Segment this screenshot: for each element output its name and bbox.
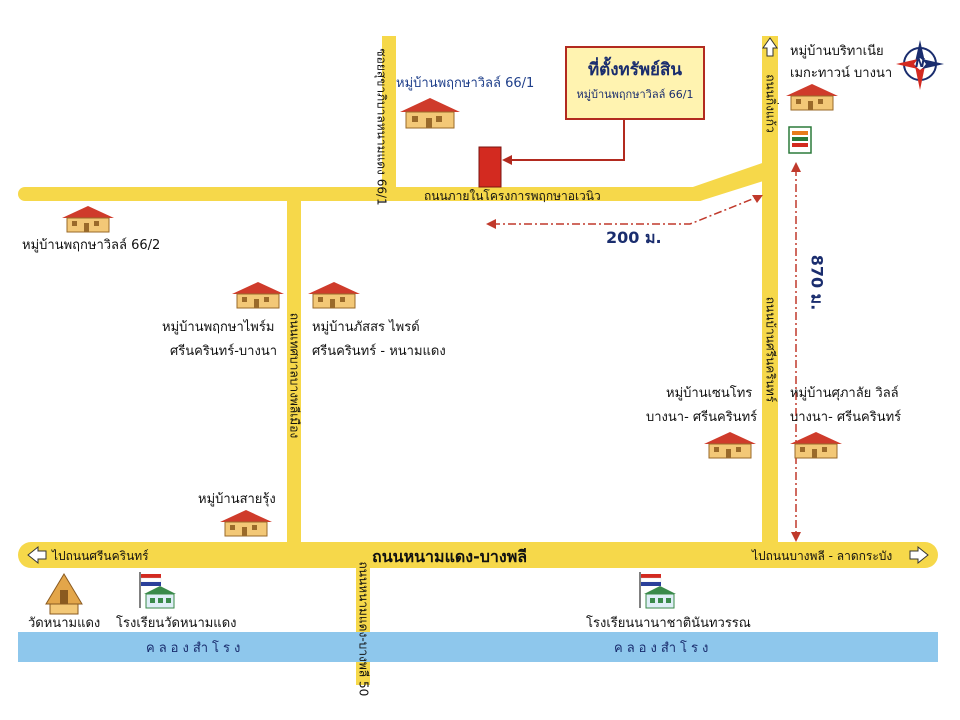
right-arrow-icon	[909, 545, 929, 565]
left-arrow-icon	[27, 545, 47, 565]
road-label-soi-top: ซอยสุขาภิบาลหนามแดง 66/1	[374, 48, 389, 206]
village-label-v6-line1: หมู่บ้านเซนโทร	[666, 386, 753, 401]
property-callout: ที่ตั้งทรัพย์สิน หมู่บ้านพฤกษาวิลล์ 66/1	[565, 46, 705, 120]
road-label-to-left: ไปถนนศรีนครินทร์	[52, 549, 149, 563]
callout-leader	[502, 118, 625, 165]
compass-icon	[896, 40, 944, 90]
canal	[18, 632, 938, 662]
inner-road	[18, 162, 773, 201]
village-label-v7-line2: บางนา- ศรีนครินทร์	[790, 410, 902, 425]
temple-icon	[45, 573, 83, 615]
main-road	[18, 542, 938, 568]
village-label-v8-line2: เมกะทาวน์ บางนา	[790, 66, 893, 81]
mid-vertical-road	[287, 194, 301, 554]
school-icon-2	[639, 572, 676, 609]
village-label-v4-line1: หมู่บ้านภัสสร ไพรด์	[312, 320, 420, 335]
store-icon	[788, 126, 812, 154]
house-icon-v4	[308, 282, 360, 309]
school-icon-1	[139, 572, 176, 609]
village-label-v1: หมู่บ้านพฤกษาวิลล์ 66/1	[396, 76, 535, 91]
compass-letter: N	[915, 56, 926, 70]
distance-label-870: 870 ม.	[807, 254, 827, 311]
distance-870-line	[791, 162, 801, 542]
village-label-v4-line2: ศรีนครินทร์ - หนามแดง	[312, 344, 446, 359]
village-label-v8-line1: หมู่บ้านบริทาเนีย	[790, 44, 884, 59]
road-label-right: ถนนบ้านศรีนครินทร์	[763, 296, 778, 403]
road-label-main: ถนนหนามแดง-บางพลี	[372, 547, 528, 566]
place-label-school1: โรงเรียนวัดหนามแดง	[116, 616, 237, 631]
canal-label-right: คลองสำโรง	[614, 641, 713, 656]
distance-label-200: 200 ม.	[606, 228, 662, 247]
callout-subtitle: หมู่บ้านพฤกษาวิลล์ 66/1	[576, 88, 694, 101]
village-label-v2: หมู่บ้านพฤกษาวิลล์ 66/2	[22, 238, 161, 253]
village-label-v5: หมู่บ้านสายรุ้ง	[198, 492, 276, 507]
house-icon-v8	[786, 84, 838, 111]
house-icon-v7	[790, 432, 842, 459]
place-label-temple: วัดหนามแดง	[28, 616, 101, 631]
road-label-inner: ถนนภายในโครงการพฤกษาอเวนิว	[424, 189, 601, 203]
road-label-top-right: ถนนกิ่งแก้ว	[763, 74, 778, 133]
callout-title: ที่ตั้งทรัพย์สิน	[587, 60, 683, 80]
road-label-bottom: ถนนหนามแดง-บางพลี 50	[356, 561, 371, 697]
house-icon-v5	[220, 510, 272, 537]
house-icon-v6	[704, 432, 756, 459]
house-icon-v1	[400, 98, 460, 129]
road-label-mid: ถนนเทศบาลบางพลีเมือง	[287, 312, 302, 439]
soi-top-road	[382, 36, 396, 196]
village-label-v7-line1: หมู่บ้านศุภาลัย วิลล์	[790, 386, 899, 401]
up-arrow-icon	[762, 37, 778, 57]
distance-200-line	[486, 195, 763, 229]
village-label-v3-line1: หมู่บ้านพฤกษาไพร์ม	[162, 320, 275, 335]
property-marker	[478, 146, 502, 188]
village-label-v6-line2: บางนา- ศรีนครินทร์	[646, 410, 758, 425]
canal-label-left: คลองสำโรง	[146, 641, 245, 656]
right-vertical-road	[762, 36, 778, 554]
road-label-to-right: ไปถนนบางพลี - ลาดกระบัง	[752, 549, 893, 563]
village-label-v3-line2: ศรีนครินทร์-บางนา	[170, 344, 278, 359]
house-icon-v3	[232, 282, 284, 309]
house-icon-v2	[62, 206, 114, 233]
place-label-school2: โรงเรียนนานาชาตินันทวรรณ	[586, 616, 751, 631]
